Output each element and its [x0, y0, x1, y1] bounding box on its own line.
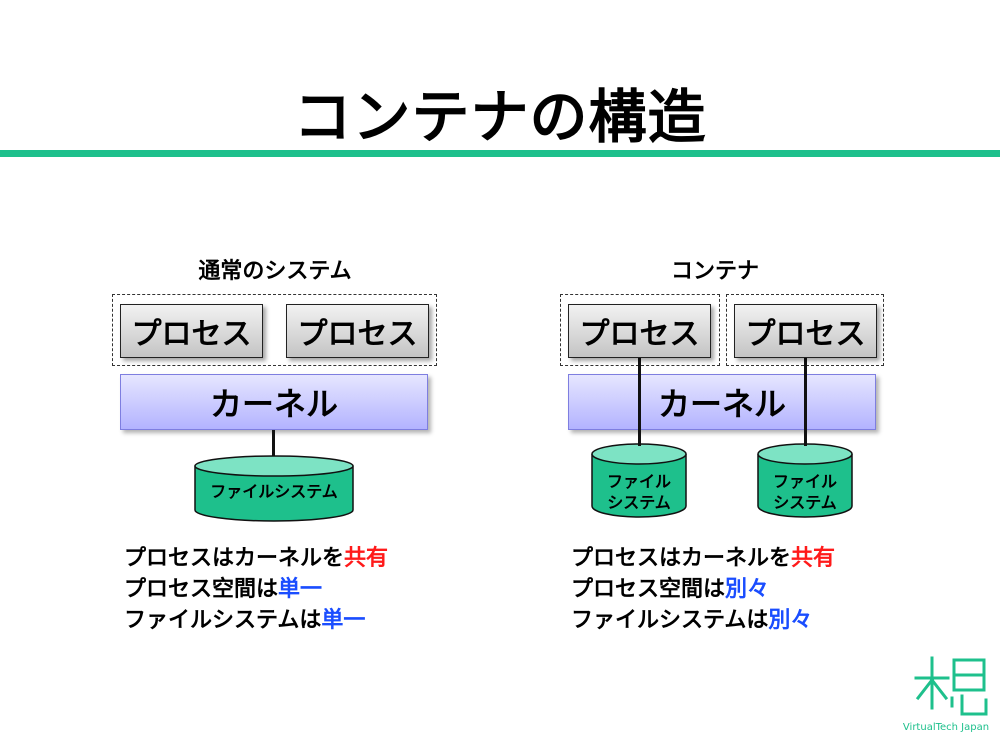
right-statement-3: ファイルシステムは別々: [571, 608, 813, 633]
left-statements: プロセスはカーネルを共有 プロセス空間は単一 ファイルシステムは単一: [124, 543, 454, 636]
right-kernel-box: カーネル: [568, 374, 876, 430]
right-heading: コンテナ: [670, 259, 759, 284]
page-title: コンテナの構造: [293, 83, 707, 151]
right-statement-2: プロセス空間は別々: [571, 577, 770, 602]
left-process-box-1: プロセス: [120, 304, 263, 358]
right-process-box-1: プロセス: [568, 304, 711, 358]
left-statement-3: ファイルシステムは単一: [124, 608, 366, 633]
right-fs2-line2: システム: [773, 493, 837, 512]
right-statements: プロセスはカーネルを共有 プロセス空間は別々 ファイルシステムは別々: [571, 543, 901, 636]
right-connector-line-2: [804, 358, 807, 446]
right-connector-line-1: [638, 358, 641, 446]
right-statement-1: プロセスはカーネルを共有: [571, 546, 836, 571]
right-filesystem-label-1: ファイルシステム: [590, 470, 688, 514]
right-filesystem-cylinder-1: [591, 443, 687, 518]
right-fs2-line1: ファイル: [772, 472, 837, 491]
right-fs1-line2: システム: [607, 493, 671, 512]
left-connector-line: [272, 430, 275, 458]
logo-wordmark: VirtualTech Japan: [902, 722, 990, 733]
title-underline: [0, 150, 1000, 157]
left-process-group: [112, 294, 437, 366]
left-statement-1: プロセスはカーネルを共有: [124, 546, 389, 571]
left-filesystem-cylinder: [194, 455, 354, 522]
right-process-box-2: プロセス: [734, 304, 877, 358]
right-filesystem-label-2: ファイルシステム: [756, 470, 854, 514]
virtualtech-logo-icon: [914, 656, 988, 716]
left-filesystem-label: ファイルシステム: [210, 481, 338, 501]
right-fs1-line1: ファイル: [606, 472, 671, 491]
right-filesystem-cylinder-2: [757, 443, 853, 518]
left-kernel-box: カーネル: [120, 374, 428, 430]
left-statement-2: プロセス空間は単一: [124, 577, 323, 602]
left-process-box-2: プロセス: [286, 304, 429, 358]
left-heading: 通常のシステム: [198, 259, 352, 284]
